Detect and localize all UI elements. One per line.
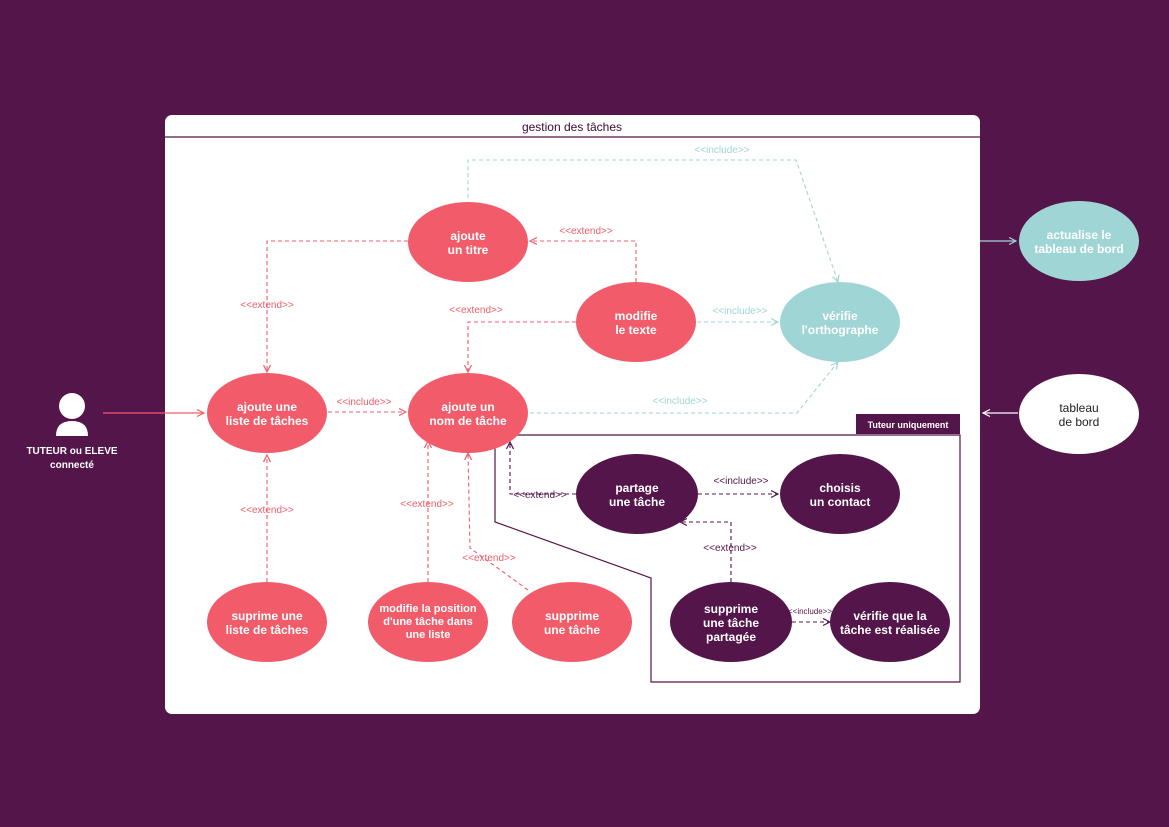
usecase-label: partage: [615, 481, 659, 495]
usecase-label: le texte: [615, 323, 657, 337]
usecase-label: partagée: [706, 630, 756, 644]
actor-label: TUTEUR ou ELEVE: [26, 446, 117, 457]
tutor-only-fragment: Tuteur uniquement: [494, 414, 961, 683]
connectors-purple: [510, 442, 830, 622]
usecase-label: ajoute: [450, 229, 486, 243]
extend-label: <<extend>>: [240, 505, 294, 516]
usecase-label: de bord: [1059, 415, 1100, 429]
usecase-label: supprime: [704, 602, 758, 616]
extend-label: <<extend>>: [703, 543, 757, 554]
usecase-modifie-position[interactable]: modifie la position d'une tâche dans une…: [368, 582, 488, 662]
usecase-label: une tâche: [544, 623, 600, 637]
usecase-label: tableau: [1059, 401, 1098, 415]
usecase-supprime-partagee[interactable]: supprime une tâche partagée: [670, 582, 792, 662]
usecase-modifie-texte[interactable]: modifie le texte: [576, 282, 696, 362]
usecase-label: supprime: [545, 609, 599, 623]
usecase-label: une tâche: [703, 616, 759, 630]
extend-label: <<extend>>: [462, 553, 516, 564]
usecase-actualise-tableau[interactable]: actualise le tableau de bord: [1019, 201, 1139, 281]
usecase-label: ajoute une: [237, 400, 297, 414]
connectors-coral: [267, 241, 637, 591]
relation-labels: <<include>> <<extend>> <<extend>> <<exte…: [240, 145, 832, 616]
usecase-label: choisis: [819, 481, 861, 495]
extend-label: <<extend>>: [400, 499, 454, 510]
usecase-label: tâche est réalisée: [840, 623, 940, 637]
usecase-label: modifie: [615, 309, 658, 323]
include-label: <<include>>: [336, 397, 391, 408]
usecase-label: tableau de bord: [1034, 242, 1123, 256]
usecase-label: un contact: [810, 495, 871, 509]
usecase-label: vérifie que la: [853, 609, 927, 623]
usecase-label: une tâche: [609, 495, 665, 509]
user-icon: [56, 393, 88, 436]
fragment-label: Tuteur uniquement: [868, 420, 949, 430]
extend-label: <<extend>>: [513, 490, 567, 501]
usecase-verifie-orthographe[interactable]: vérifie l'orthographe: [780, 282, 900, 362]
include-label: <<include>>: [712, 306, 767, 317]
usecase-ajoute-nom[interactable]: ajoute un nom de tâche: [408, 373, 528, 453]
connectors-teal: [467, 159, 838, 414]
usecase-label: modifie la position: [379, 603, 476, 615]
include-label: <<include>>: [694, 145, 749, 156]
actor: TUTEUR ou ELEVE connecté: [26, 393, 118, 471]
usecase-label: liste de tâches: [226, 623, 309, 637]
extend-label: <<extend>>: [240, 300, 294, 311]
usecase-tableau-de-bord[interactable]: tableau de bord: [1019, 374, 1139, 454]
include-label: <<include>>: [652, 396, 707, 407]
usecase-label: d'une tâche dans: [383, 616, 472, 628]
usecase-label: ajoute un: [441, 400, 494, 414]
connectors-solid: [103, 241, 1018, 413]
usecase-label: nom de tâche: [429, 414, 507, 428]
usecase-label: liste de tâches: [226, 414, 309, 428]
usecase-partage[interactable]: partage une tâche: [576, 454, 698, 534]
actor-label: connecté: [50, 460, 94, 471]
usecase-ajoute-liste[interactable]: ajoute une liste de tâches: [207, 373, 327, 453]
usecase-label: un titre: [448, 243, 489, 257]
usecase-choisis-contact[interactable]: choisis un contact: [780, 454, 900, 534]
extend-label: <<extend>>: [449, 305, 503, 316]
extend-label: <<extend>>: [559, 226, 613, 237]
include-label: <<include>>: [713, 476, 768, 487]
usecase-supprime-tache[interactable]: supprime une tâche: [512, 582, 632, 662]
usecase-label: suprime une: [231, 609, 303, 623]
include-label: <<include>>: [788, 607, 832, 616]
usecase-ajoute-titre[interactable]: ajoute un titre: [408, 202, 528, 282]
system-title: gestion des tâches: [522, 120, 622, 134]
usecase-label: une liste: [406, 629, 451, 641]
usecase-verifie-realisee[interactable]: vérifie que la tâche est réalisée: [830, 582, 950, 662]
system-boundary: gestion des tâches: [165, 115, 980, 714]
usecase-label: l'orthographe: [802, 323, 879, 337]
usecase-label: vérifie: [822, 309, 858, 323]
usecase-suprime-liste[interactable]: suprime une liste de tâches: [207, 582, 327, 662]
usecase-label: actualise le: [1047, 228, 1112, 242]
